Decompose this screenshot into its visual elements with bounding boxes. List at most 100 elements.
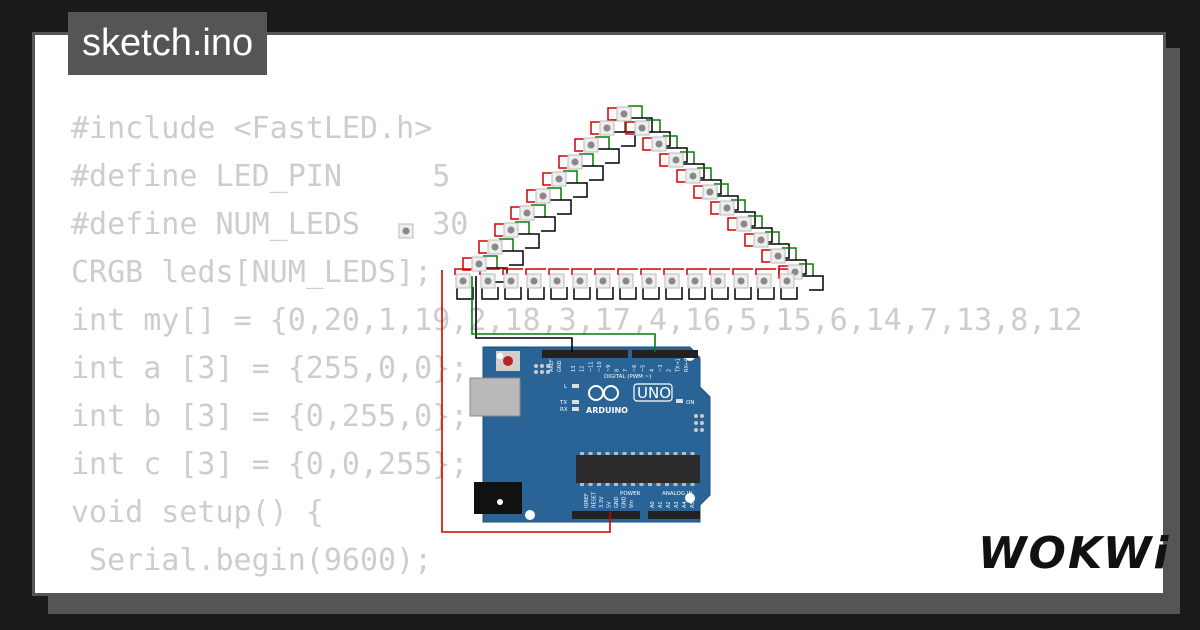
power-jack — [474, 482, 522, 514]
pin-label: ~11 — [588, 361, 594, 372]
led-wire — [734, 287, 752, 300]
led-pixel[interactable] — [471, 256, 487, 272]
led-wire — [481, 287, 499, 300]
led-pixel[interactable] — [702, 184, 718, 200]
analog-label: ANALOG IN — [662, 491, 693, 497]
led-pixel[interactable] — [503, 222, 519, 238]
led-pixel[interactable] — [549, 273, 565, 289]
led-pixel[interactable] — [618, 273, 634, 289]
led-pixel[interactable] — [526, 273, 542, 289]
led-wire — [533, 216, 556, 232]
pin-label: IOREF — [584, 493, 590, 508]
chip-pin — [665, 452, 669, 455]
led-pixel[interactable] — [733, 273, 749, 289]
led-wire — [799, 263, 814, 276]
pin-label: 4 — [649, 369, 655, 372]
led-wire — [801, 275, 824, 291]
led-pixel[interactable] — [779, 273, 795, 289]
arduino-uno-board[interactable]: ARDUINO UNO DIGITAL (PWM ~) POWER ANALOG… — [469, 346, 711, 523]
led-pixel[interactable] — [567, 154, 583, 170]
chip-pin — [656, 483, 661, 486]
led-wire — [613, 131, 636, 147]
chip-pin — [682, 483, 686, 486]
led-pixel[interactable] — [519, 205, 535, 221]
led-wire — [676, 169, 689, 183]
digital-label: DIGITAL (PWM ~) — [604, 374, 651, 380]
led-pixel[interactable] — [756, 273, 772, 289]
pin-label: GND — [622, 496, 628, 508]
chip-pin — [656, 452, 661, 455]
chip-pin — [665, 483, 669, 486]
led-pixel[interactable] — [583, 137, 599, 153]
led-pixel[interactable] — [664, 273, 680, 289]
led-pixel[interactable] — [480, 273, 496, 289]
code-line: #define NUM_LEDS 30 — [71, 207, 469, 242]
led-wire — [755, 268, 776, 275]
pin-label: TX→1 — [675, 358, 681, 373]
led-wire — [727, 217, 740, 231]
board-model: UNO — [637, 384, 671, 402]
chip-pin — [622, 483, 627, 486]
chip-pin — [622, 452, 627, 455]
led-wire — [646, 119, 661, 132]
led-pixel[interactable] — [753, 232, 769, 248]
pin-label: A1 — [658, 501, 664, 508]
led-wire — [547, 187, 562, 200]
led-wire — [686, 268, 707, 275]
led-pixel[interactable] — [719, 200, 735, 216]
pin-label: 2 — [667, 369, 673, 372]
chip-pin — [614, 483, 618, 486]
led-wire — [595, 136, 610, 149]
led-wire — [590, 121, 603, 135]
led-pixel[interactable] — [651, 136, 667, 152]
wokwi-logo: WOKWi — [978, 528, 1171, 579]
led-wire — [748, 215, 763, 228]
led-wire — [782, 247, 797, 260]
led-pixel[interactable] — [770, 248, 786, 264]
led-wire — [549, 199, 572, 215]
led-pixel[interactable] — [616, 106, 632, 122]
led-pixel[interactable] — [455, 273, 471, 289]
led-wire — [550, 287, 568, 300]
led-pixel[interactable] — [503, 273, 519, 289]
led-pixel[interactable] — [685, 168, 701, 184]
led-wire — [757, 287, 775, 300]
led-pixel[interactable] — [736, 216, 752, 232]
led-wire — [527, 287, 545, 300]
chip-pin — [648, 452, 652, 455]
led-wire — [526, 189, 539, 203]
led-pixel[interactable] — [641, 273, 657, 289]
led-wire — [680, 151, 695, 164]
led-wire — [607, 107, 620, 121]
led-pixel[interactable] — [572, 273, 588, 289]
led-pixel[interactable] — [595, 273, 611, 289]
led-wire — [659, 153, 672, 167]
led-pixel[interactable] — [710, 273, 726, 289]
chip-pin — [631, 452, 635, 455]
led-pixel[interactable] — [668, 152, 684, 168]
led-wire — [571, 268, 592, 275]
led-wire — [483, 255, 498, 268]
led-pixel[interactable] — [599, 120, 615, 136]
led-wire — [731, 199, 746, 212]
on-label: ON — [686, 400, 694, 406]
led-wire — [693, 185, 706, 199]
led-pixel[interactable] — [487, 239, 503, 255]
led-pixel[interactable] — [634, 120, 650, 136]
board-brand: ARDUINO — [586, 406, 628, 415]
code-line: int my[] = {0,20,1,19,2,18,3,17,4,16,5,1… — [71, 303, 1083, 338]
led-pixel[interactable] — [687, 273, 703, 289]
preview-card: #include <FastLED.h>#define LED_PIN 5#de… — [32, 32, 1166, 596]
pin-label: 8 — [615, 369, 621, 372]
led-wire — [525, 268, 546, 275]
led-wire — [504, 287, 522, 300]
pin-label: A2 — [666, 501, 672, 508]
pin-label: A0 — [650, 501, 656, 508]
led-pixel[interactable] — [551, 171, 567, 187]
led-wire — [688, 287, 706, 300]
chip-pin — [690, 452, 695, 455]
led-pixel[interactable] — [535, 188, 551, 204]
pin-label: RX←0 — [684, 358, 690, 372]
